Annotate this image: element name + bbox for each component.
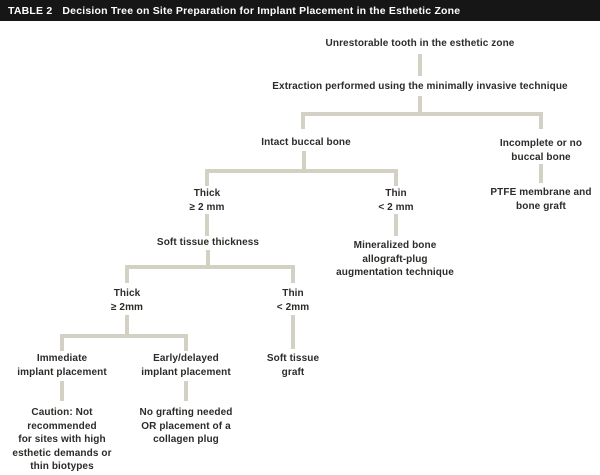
connector-thinbone-mineralized — [394, 214, 398, 236]
connector-branch3-horizontal — [125, 265, 295, 269]
node-ptfe-membrane: PTFE membrane and bone graft — [490, 187, 592, 212]
connector-softtissue-drop — [206, 250, 210, 267]
node-soft-tissue-thickness: Soft tissue thickness — [156, 237, 260, 248]
connector-branch1-right-drop — [539, 112, 543, 129]
connector-thicktissue-drop — [125, 315, 129, 336]
connector-branch2-left-drop — [205, 169, 209, 186]
connector-branch1-horizontal — [301, 112, 543, 116]
node-buccal-thick: Thick ≥ 2 mm — [189, 188, 225, 213]
node-intact-buccal-bone: Intact buccal bone — [261, 137, 351, 148]
connector-branch3-right-drop — [291, 265, 295, 283]
node-tissue-thick: Thick ≥ 2mm — [110, 288, 144, 313]
connector-intact-drop — [302, 151, 306, 172]
connector-branch4-right-drop — [184, 334, 188, 351]
node-extraction-technique: Extraction performed using the minimally… — [272, 81, 568, 92]
node-incomplete-buccal-bone: Incomplete or no buccal bone — [499, 138, 583, 163]
node-early-delayed-placement: Early/delayed implant placement — [141, 353, 231, 378]
node-no-grafting: No grafting needed OR placement of a col… — [139, 407, 233, 445]
connector-thickbone-softtissue — [205, 214, 209, 236]
table-header-bar: TABLE 2 Decision Tree on Site Preparatio… — [0, 0, 600, 21]
node-mineralized-allograft: Mineralized bone allograft-plug augmenta… — [336, 240, 454, 278]
connector-incomplete-ptfe — [539, 164, 543, 183]
connector-branch3-left-drop — [125, 265, 129, 283]
connector-branch2-right-drop — [394, 169, 398, 186]
connector-branch2-horizontal — [205, 169, 398, 173]
connector-root-extraction — [418, 54, 422, 76]
table-title: Decision Tree on Site Preparation for Im… — [62, 4, 461, 17]
node-buccal-thin: Thin < 2 mm — [378, 188, 414, 213]
connector-extraction-drop — [418, 96, 422, 114]
connector-branch4-left-drop — [60, 334, 64, 351]
connector-branch4-horizontal — [60, 334, 188, 338]
connector-thintissue-graft — [291, 315, 295, 349]
connector-branch1-left-drop — [301, 112, 305, 129]
table-number-label: TABLE 2 — [8, 4, 53, 17]
node-unrestorable-tooth: Unrestorable tooth in the esthetic zone — [325, 38, 515, 49]
node-immediate-placement: Immediate implant placement — [17, 353, 107, 378]
connector-early-nografting — [184, 381, 188, 401]
node-caution: Caution: Not recommended for sites with … — [12, 407, 112, 472]
node-tissue-thin: Thin < 2mm — [276, 288, 310, 313]
connector-immediate-caution — [60, 381, 64, 401]
node-soft-tissue-graft: Soft tissue graft — [266, 353, 320, 378]
